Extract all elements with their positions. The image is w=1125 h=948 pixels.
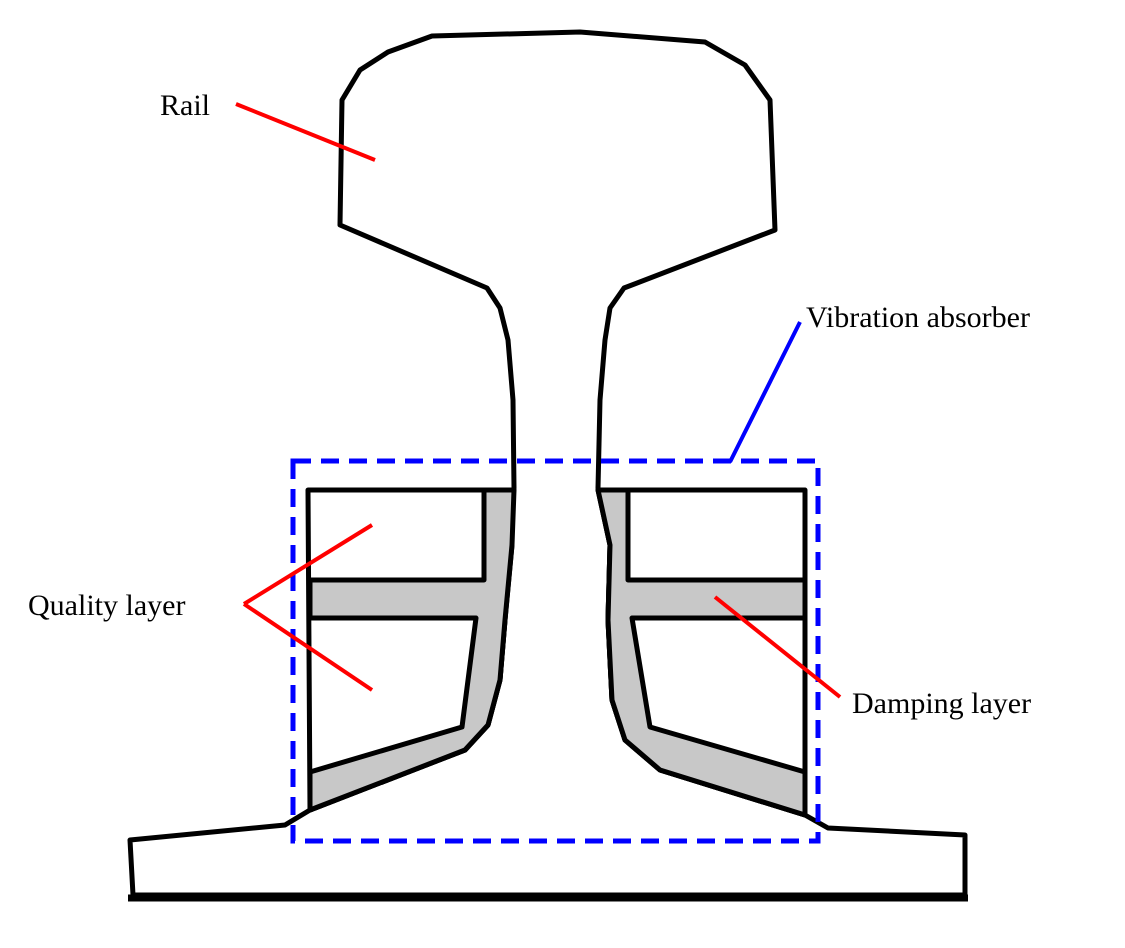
rail-label: Rail [160,89,210,122]
quality-layer-leader-line-lower [242,602,374,692]
vibration-absorber-boundary [290,458,821,844]
quality-layer-leader-line-upper [242,523,374,606]
left-damping-layer [307,487,517,813]
vibration-absorber-leader-line [728,321,802,463]
quality-layer-label: Quality layer [28,589,185,622]
vibration-absorber-label: Vibration absorber [806,301,1030,334]
rail-leader-line [235,102,376,162]
right-damping-layer [595,487,808,818]
damping-layer-label: Damping layer [852,687,1031,720]
damping-layer-leader-line [713,595,842,699]
